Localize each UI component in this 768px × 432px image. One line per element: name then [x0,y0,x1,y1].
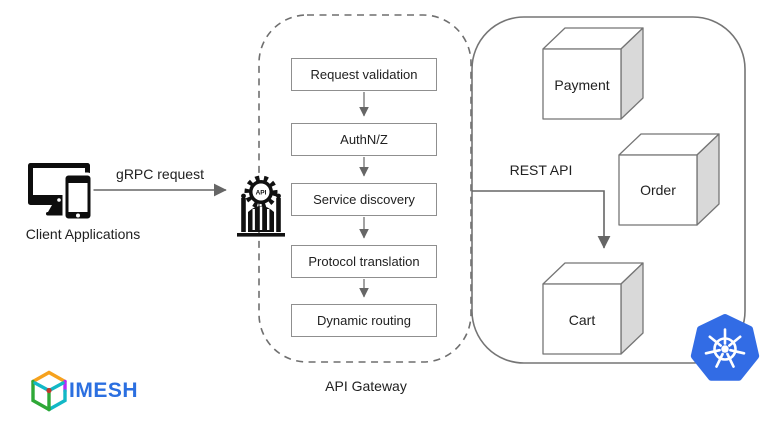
gateway-step-box: Service discovery [291,183,437,216]
service-label-cart: Cart [568,312,596,328]
api-gateway-boundary [258,14,472,363]
gateway-step-box: AuthN/Z [291,123,437,156]
gateway-step-box: Protocol translation [291,245,437,278]
gateway-step-box: Request validation [291,58,437,91]
client-applications-label: Client Applications [25,226,141,242]
service-label-payment: Payment [554,77,610,93]
api-gateway-label: API Gateway [325,378,407,394]
rest-api-label: REST API [509,162,573,178]
api-gateway-icon: API [237,175,285,237]
gateway-step-label: AuthN/Z [340,132,388,147]
grpc-request-label: gRPC request [116,166,204,182]
gateway-step-label: Dynamic routing [317,313,411,328]
rest-api-connector [472,190,611,249]
gateway-step-label: Service discovery [313,192,415,207]
order-cube [618,133,720,226]
cluster-boundary [471,16,746,364]
service-label-order: Order [640,182,676,198]
gateway-step-box: Dynamic routing [291,304,437,337]
payment-cube [542,27,644,120]
gateway-icon-text: API [256,190,267,197]
imesh-logo-text: IMESH [69,379,139,402]
imesh-cube-icon [31,370,67,412]
kubernetes-icon [690,314,760,381]
client-devices-icon [28,163,94,222]
cart-cube [542,262,644,355]
gateway-step-label: Protocol translation [308,254,420,269]
gateway-step-label: Request validation [310,67,418,82]
